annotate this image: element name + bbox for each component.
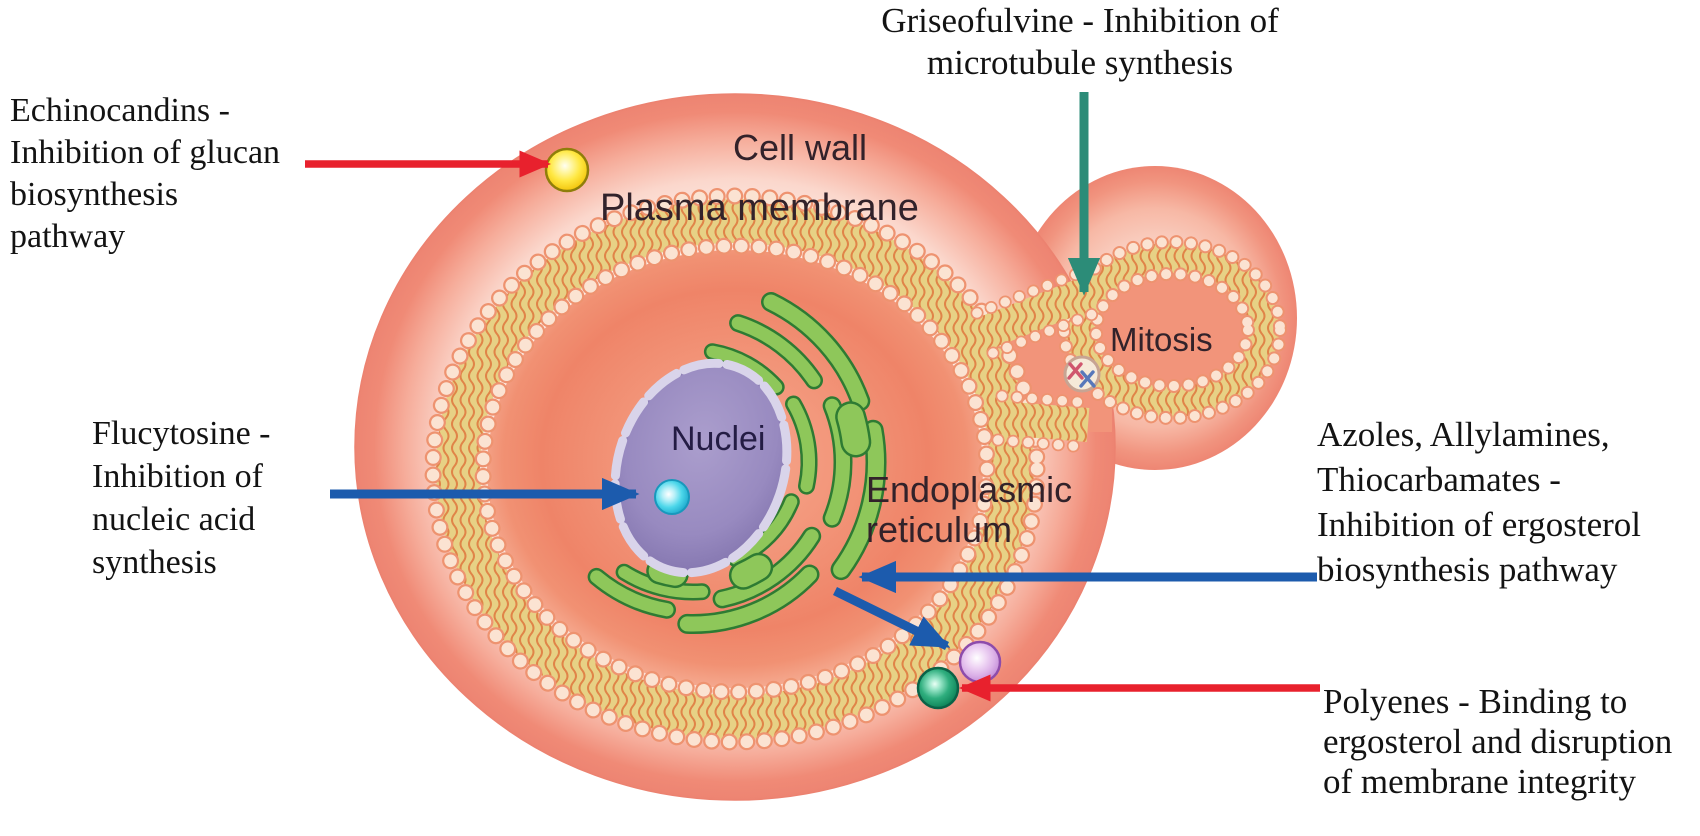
label-line: Thiocarbamates - — [1317, 460, 1561, 499]
griseofulvine-label: Griseofulvine - Inhibition of microtubul… — [845, 0, 1315, 84]
label-line: Inhibition of glucan — [10, 134, 281, 171]
mitosis-label: Mitosis — [1110, 321, 1213, 358]
label-line: pathway — [10, 218, 126, 255]
chromosome-red — [1067, 362, 1084, 380]
bud-membrane-ring — [1057, 235, 1287, 425]
echinocandins-target-dot — [544, 147, 590, 193]
label-line: ergosterol and disruption — [1323, 722, 1673, 761]
label-line: microtubule synthesis — [926, 43, 1234, 82]
er-cisterna — [837, 403, 869, 455]
er-cisterna — [731, 316, 821, 387]
label-line: Griseofulvine - Inhibition of — [881, 1, 1279, 40]
nuclei-label: Nuclei — [671, 420, 766, 458]
label-line: Azoles, Allylamines, — [1317, 415, 1610, 454]
label-line: Inhibition of ergosterol — [1317, 505, 1642, 544]
bud-cytoplasm — [1092, 270, 1252, 390]
label-line: synthesis — [92, 544, 217, 581]
plasma-membrane-label: Plasma membrane — [600, 187, 919, 229]
label-line: reticulum — [866, 509, 1013, 550]
label-line: biosynthesis pathway — [1317, 550, 1618, 589]
er-cisterna — [787, 398, 816, 493]
chromosome-blue — [1079, 370, 1096, 388]
label-line: Flucytosine - — [92, 415, 271, 452]
echinocandins-label: Echinocandins - Inhibition of glucan bio… — [10, 90, 280, 258]
er-cisterna — [706, 345, 783, 394]
plasma-membrane-ring — [424, 187, 1046, 751]
endoplasmic-reticulum-label: Endoplasmic reticulum — [866, 470, 1072, 550]
label-line: biosynthesis — [10, 176, 179, 213]
cell-wall-label: Cell wall — [733, 127, 868, 168]
er-cisterna — [618, 566, 709, 599]
azoles-label: Azoles, Allylamines, Thiocarbamates - In… — [1317, 412, 1641, 592]
er-cisterna — [590, 570, 674, 617]
er-cisterna — [763, 294, 868, 409]
label-line: nucleic acid — [92, 501, 256, 538]
label-line: Inhibition of — [92, 458, 263, 495]
label-line: Polyenes - Binding to — [1323, 682, 1628, 721]
er-to-membrane-arrow — [833, 586, 951, 651]
er-cisterna — [679, 567, 817, 632]
label-line: Endoplasmic — [866, 469, 1073, 510]
er-cisterna — [833, 422, 884, 578]
membrane-neck-folds — [970, 265, 1105, 454]
mitosis-vesicle — [1063, 355, 1101, 393]
azoles-target-dot — [958, 640, 1002, 684]
polyenes-label: Polyenes - Binding to ergosterol and dis… — [1323, 682, 1672, 802]
label-line: Echinocandins - — [10, 92, 230, 129]
flucytosine-target-dot — [654, 479, 690, 515]
polyenes-target-dot — [916, 666, 960, 710]
er-cisterna — [731, 555, 771, 588]
label-line: of membrane integrity — [1323, 762, 1636, 801]
flucytosine-label: Flucytosine - Inhibition of nucleic acid… — [92, 412, 270, 584]
nucleus — [610, 358, 792, 578]
er-cisterna — [715, 529, 819, 606]
